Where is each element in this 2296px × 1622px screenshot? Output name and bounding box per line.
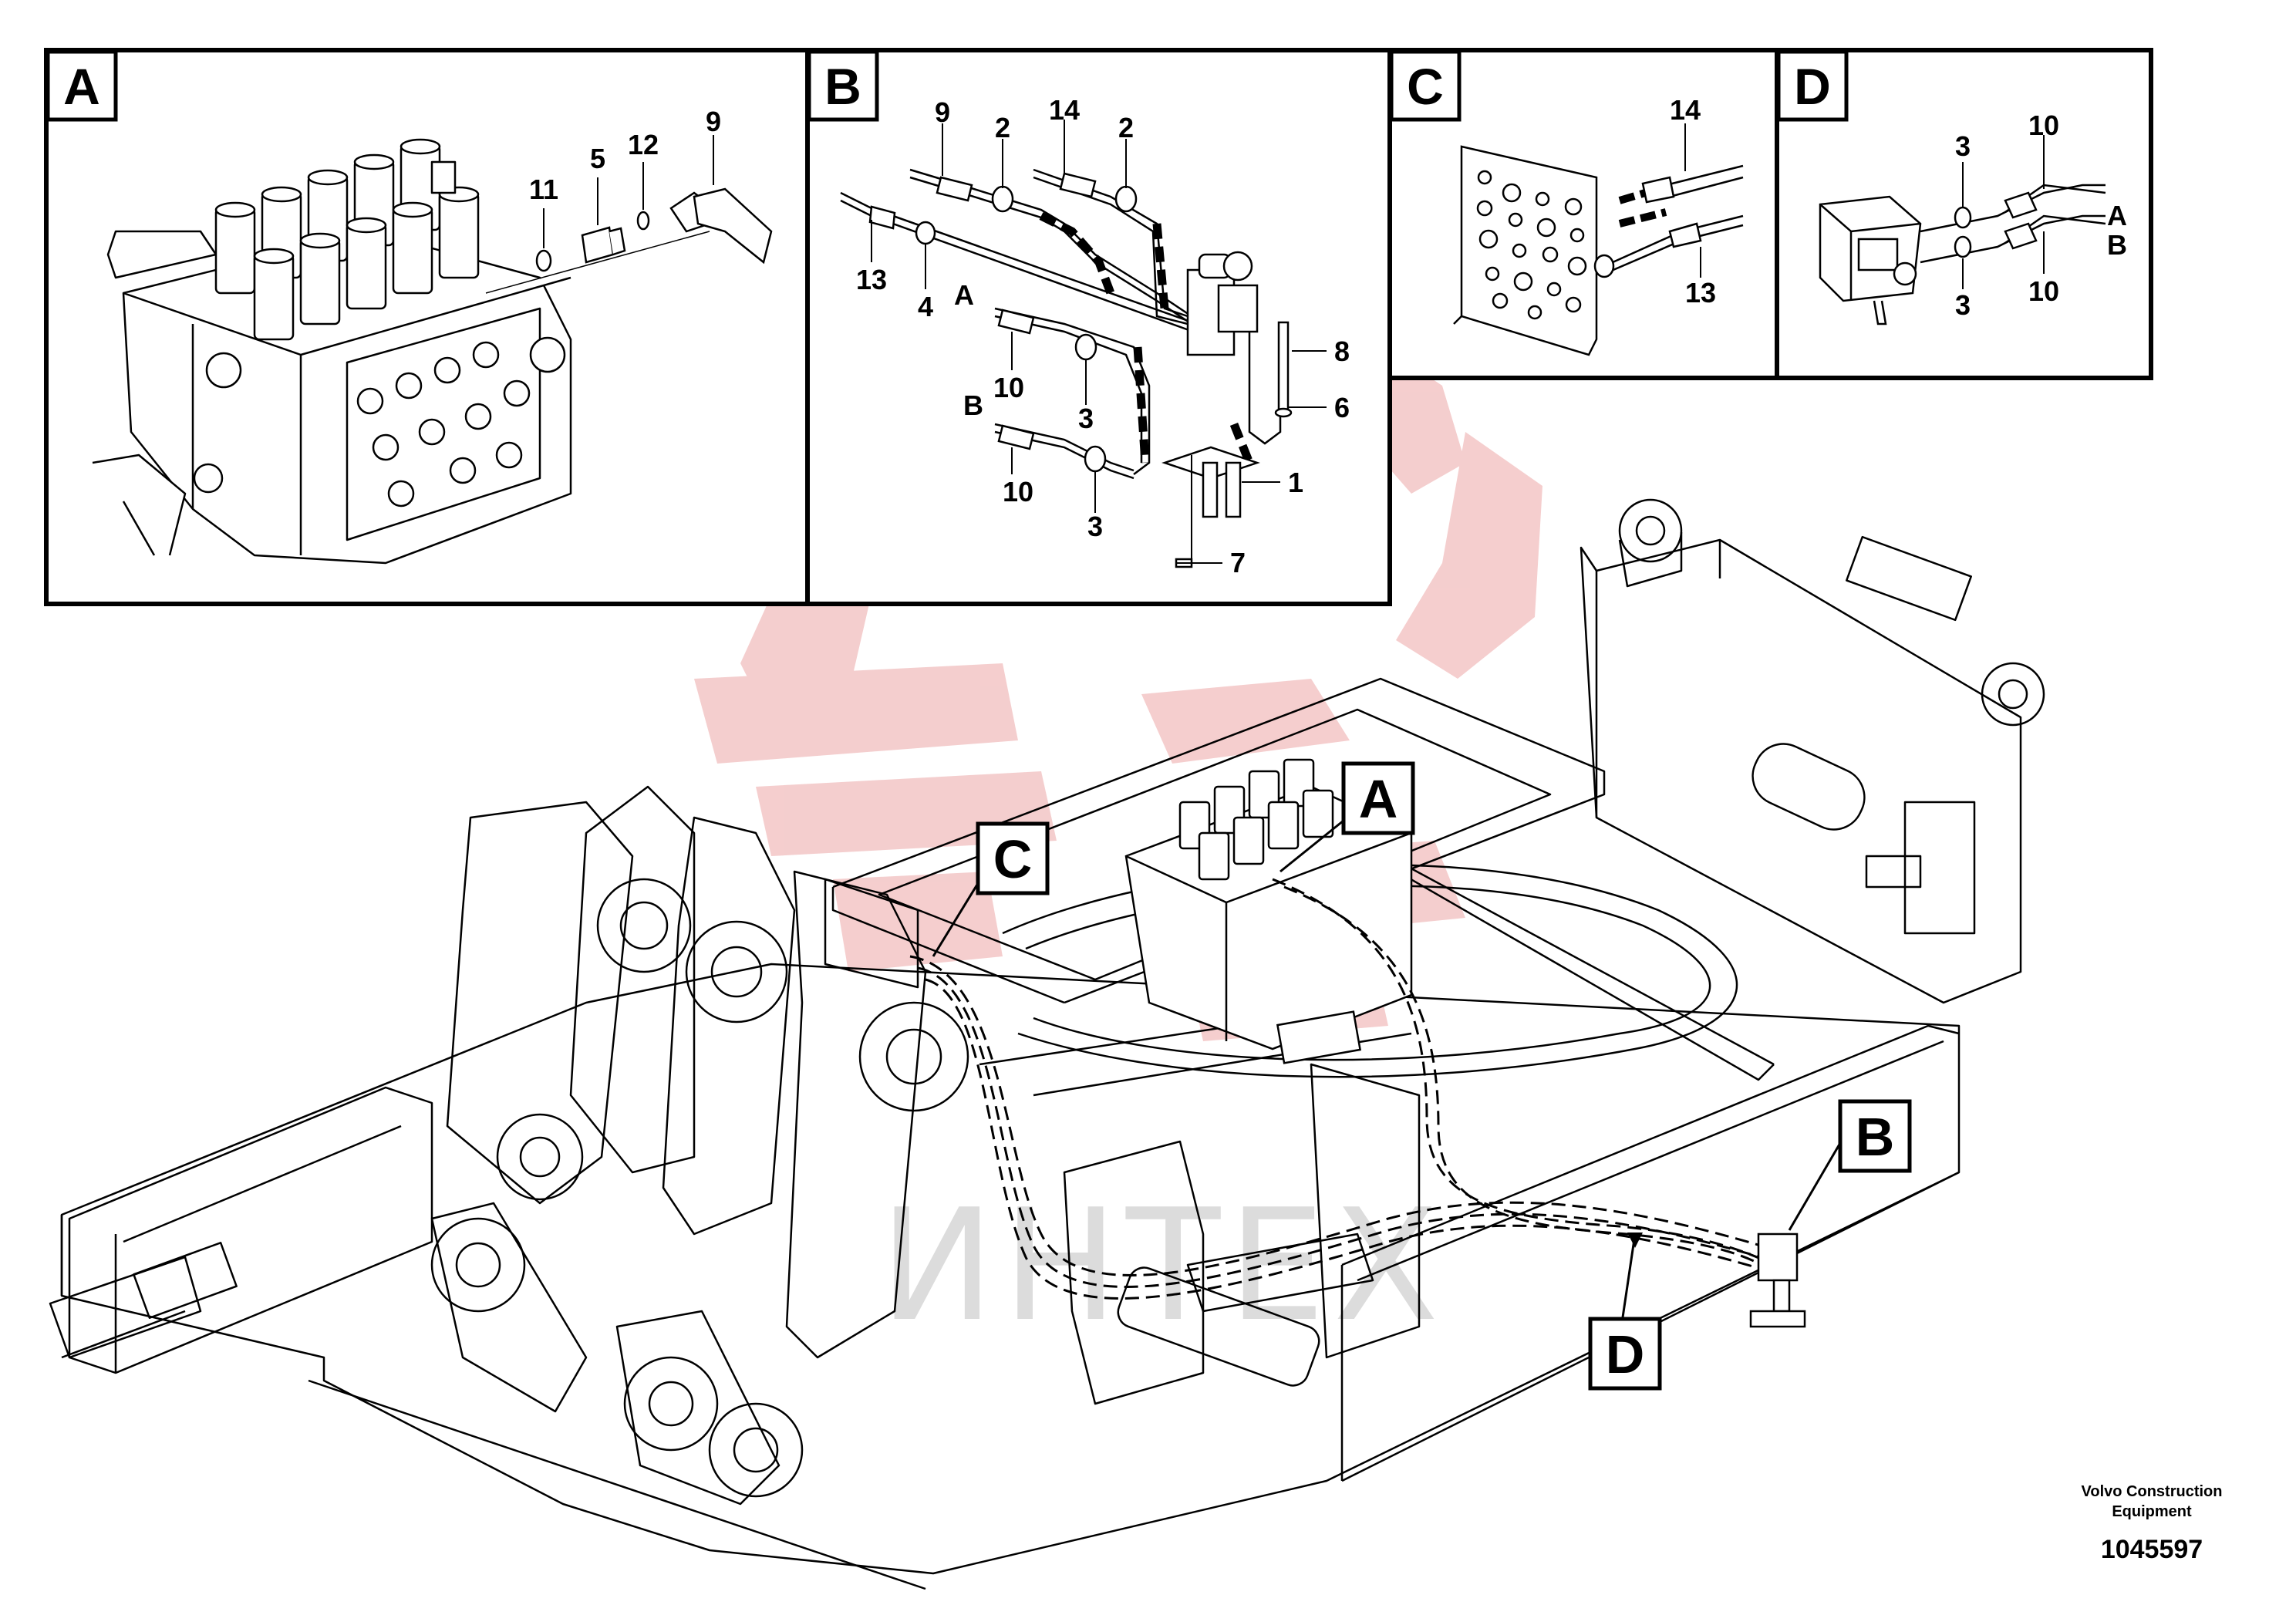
panel-c-letter: C	[1389, 49, 1462, 122]
callout-d-port-a: A	[2107, 200, 2127, 231]
callout-b-1: 1	[1288, 467, 1303, 498]
main-label-c: C	[976, 821, 1050, 895]
callout-b-8: 8	[1334, 336, 1350, 367]
panel-b-fittings	[868, 172, 1293, 568]
credit-part-number: 1045597	[2101, 1535, 2203, 1564]
panel-a-control-valve	[92, 138, 572, 565]
svg-text:A: A	[63, 58, 100, 115]
svg-text:C: C	[1407, 58, 1444, 115]
panel-d-letter: D	[1776, 49, 1849, 122]
callout-c-14: 14	[1670, 94, 1701, 126]
panel-b-leaders	[871, 120, 1327, 564]
callout-a-9: 9	[706, 106, 721, 137]
panel-a-spools	[214, 138, 480, 341]
callout-b-3b: 3	[1087, 511, 1103, 542]
callout-b-9: 9	[935, 96, 950, 128]
main-valve-spools	[1178, 758, 1334, 881]
svg-text:C: C	[993, 829, 1033, 889]
panel-d-fittings	[1954, 191, 2038, 258]
main-leaders	[932, 819, 1847, 1318]
callout-b-port-a: A	[954, 279, 974, 311]
callout-b-2b: 2	[1118, 112, 1134, 143]
credit-company-line1: Volvo Construction	[2082, 1483, 2223, 1500]
callout-a-12: 12	[628, 129, 659, 160]
panel-c-leaders	[1684, 123, 1701, 278]
main-label-d: D	[1588, 1317, 1662, 1391]
panel-a-letter: A	[46, 49, 118, 122]
callout-b-6: 6	[1334, 392, 1350, 423]
panel-b-letter: B	[807, 49, 879, 122]
callout-b-4: 4	[918, 291, 933, 322]
svg-text:D: D	[1606, 1324, 1645, 1384]
callout-b-14: 14	[1049, 94, 1080, 126]
callout-b-10b: 10	[1003, 476, 1033, 508]
main-label-a: A	[1341, 761, 1415, 835]
panel-a-fittings	[485, 187, 773, 294]
callout-b-3a: 3	[1078, 403, 1094, 434]
callout-b-2a: 2	[995, 112, 1010, 143]
main-solenoid-b	[1749, 1233, 1806, 1328]
callout-b-port-b: B	[963, 389, 983, 421]
credit-company-line2: Equipment	[2112, 1503, 2192, 1520]
panel-c-plate	[1453, 145, 1598, 356]
svg-text:B: B	[824, 58, 861, 115]
main-control-valve	[1124, 758, 1413, 1064]
watermark-text: ИНТЕХ	[879, 1176, 1447, 1356]
leader-arrow-d	[1627, 1233, 1643, 1248]
main-label-b: B	[1838, 1099, 1912, 1173]
callout-c-13: 13	[1685, 277, 1716, 309]
main-hose-routes	[909, 878, 1775, 1300]
callout-d-10b: 10	[2028, 275, 2059, 307]
panel-c-fittings	[1593, 176, 1702, 278]
callout-b-7: 7	[1230, 547, 1246, 578]
callout-d-3b: 3	[1955, 289, 1971, 321]
panel-d-block	[1819, 195, 1922, 325]
svg-text:D: D	[1794, 58, 1831, 115]
callout-a-11: 11	[529, 174, 558, 205]
svg-text:B: B	[1856, 1107, 1895, 1167]
panel-c-holes	[1476, 170, 1587, 320]
callout-b-10a: 10	[993, 372, 1024, 403]
callout-d-port-b: B	[2107, 229, 2127, 261]
callout-d-3a: 3	[1955, 130, 1971, 162]
svg-text:A: A	[1359, 769, 1398, 829]
panel-d-leaders	[1962, 135, 2045, 289]
callout-b-13: 13	[856, 264, 887, 295]
upper-frame-drawing	[49, 498, 2045, 1590]
panel-a-ports	[193, 336, 566, 508]
callout-d-10a: 10	[2028, 110, 2059, 141]
panel-b-hose-dashes	[1039, 212, 1254, 465]
panel-a-leaders	[543, 135, 714, 248]
callout-a-5: 5	[590, 143, 605, 174]
